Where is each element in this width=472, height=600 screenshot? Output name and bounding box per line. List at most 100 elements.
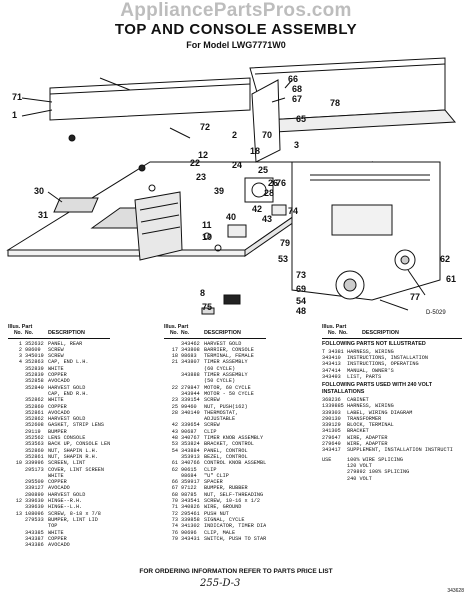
part-no: 341302 bbox=[181, 523, 200, 530]
control-panel-window bbox=[331, 204, 393, 236]
header-description: DESCRIPTION bbox=[48, 330, 85, 337]
part-no: 353824 bbox=[181, 441, 200, 448]
part-no: 343888 bbox=[181, 372, 200, 379]
part-no: 340149 bbox=[181, 409, 200, 416]
description: SCREEN, LINT bbox=[48, 460, 86, 467]
table-row: 120 VOLT bbox=[322, 463, 462, 469]
description: SIGNAL, CYCLE bbox=[204, 516, 245, 523]
description: HARVEST GOLD bbox=[48, 491, 86, 498]
part-no: USE bbox=[322, 456, 332, 463]
lint-cover bbox=[53, 197, 99, 213]
header-illus-part: Illus. Part bbox=[322, 324, 347, 330]
illus-no: 25 bbox=[171, 403, 178, 410]
description: BUMPER, LINT LID bbox=[48, 516, 98, 523]
description: COPPER bbox=[48, 403, 67, 410]
part-no: 339630 bbox=[25, 498, 44, 505]
table-row: CAP, END R.H. bbox=[8, 391, 110, 397]
part-no: 339654 bbox=[181, 422, 200, 429]
description: BRACKET, CONTROL bbox=[204, 441, 254, 448]
description: CAP, END L.H. bbox=[48, 359, 89, 366]
part-no: 345019 bbox=[25, 353, 44, 360]
table-row: WHITE bbox=[8, 473, 110, 479]
part-no: 343808 bbox=[181, 346, 200, 353]
illus-no: 61 bbox=[171, 460, 178, 467]
illus-no: 71 bbox=[171, 504, 178, 511]
description: TOP bbox=[48, 523, 58, 530]
description: LENS CONSOLE bbox=[48, 435, 86, 442]
ordering-footer: FOR ORDERING INFORMATION REFER TO PARTS … bbox=[139, 568, 333, 575]
part-no: 295173 bbox=[25, 466, 44, 473]
part-no: 343493 bbox=[322, 374, 341, 381]
part-no: 352862 bbox=[25, 416, 44, 423]
part-no: 352608 bbox=[25, 422, 44, 429]
part-no: 343386 bbox=[25, 542, 44, 549]
description: CLIP, MALE bbox=[204, 529, 236, 536]
illus-no: 53 bbox=[171, 441, 178, 448]
part-no: 90696 bbox=[181, 529, 197, 536]
column-header: Illus. Part No.No.DESCRIPTION bbox=[164, 324, 266, 339]
description: WIRE, GROUND bbox=[204, 504, 242, 511]
illus-no: 73 bbox=[171, 516, 178, 523]
part-no: 343385 bbox=[25, 529, 44, 536]
part-no: 343417 bbox=[322, 447, 341, 454]
description: TRANSFORMER bbox=[347, 415, 382, 422]
part-no: 353563 bbox=[25, 441, 44, 448]
description: HARVEST GOLD bbox=[48, 416, 86, 423]
illus-no: 54 bbox=[171, 447, 178, 454]
description: COPPER bbox=[48, 479, 67, 486]
column-header: Illus. Part No.No.DESCRIPTION bbox=[8, 324, 110, 339]
part-no: 339858 bbox=[181, 516, 200, 523]
description: HARNESS, WIRING bbox=[347, 403, 394, 410]
table-row: TOP bbox=[8, 523, 110, 529]
illus-no: 22 bbox=[171, 384, 178, 391]
part-no: 339996 bbox=[25, 460, 44, 467]
part-no: 343413 bbox=[322, 361, 341, 368]
illus-no: 72 bbox=[171, 510, 178, 517]
description: COPPER bbox=[48, 535, 67, 542]
description: PANEL, REAR bbox=[48, 340, 83, 347]
part-no: 279647 bbox=[322, 434, 341, 441]
top-panel-edge bbox=[7, 249, 246, 257]
console-bracket bbox=[251, 79, 281, 163]
description: NUT, SHAPIN L.H. bbox=[48, 447, 98, 454]
illus-no: 3 bbox=[18, 353, 22, 360]
illus-no: 23 bbox=[171, 397, 178, 404]
handwritten-note: 255-D-3 bbox=[200, 578, 241, 589]
diagram-code: D-5029 bbox=[426, 310, 446, 316]
part-no: 98609 bbox=[25, 346, 41, 353]
illus-no: 4 bbox=[18, 359, 22, 366]
part-no: 98683 bbox=[181, 353, 197, 360]
description: SWITCH, PUSH TO START bbox=[204, 535, 266, 542]
description: SCREW bbox=[204, 422, 220, 429]
header-illus-part: Illus. Part bbox=[164, 324, 189, 330]
description: AVOCADO bbox=[48, 542, 70, 549]
